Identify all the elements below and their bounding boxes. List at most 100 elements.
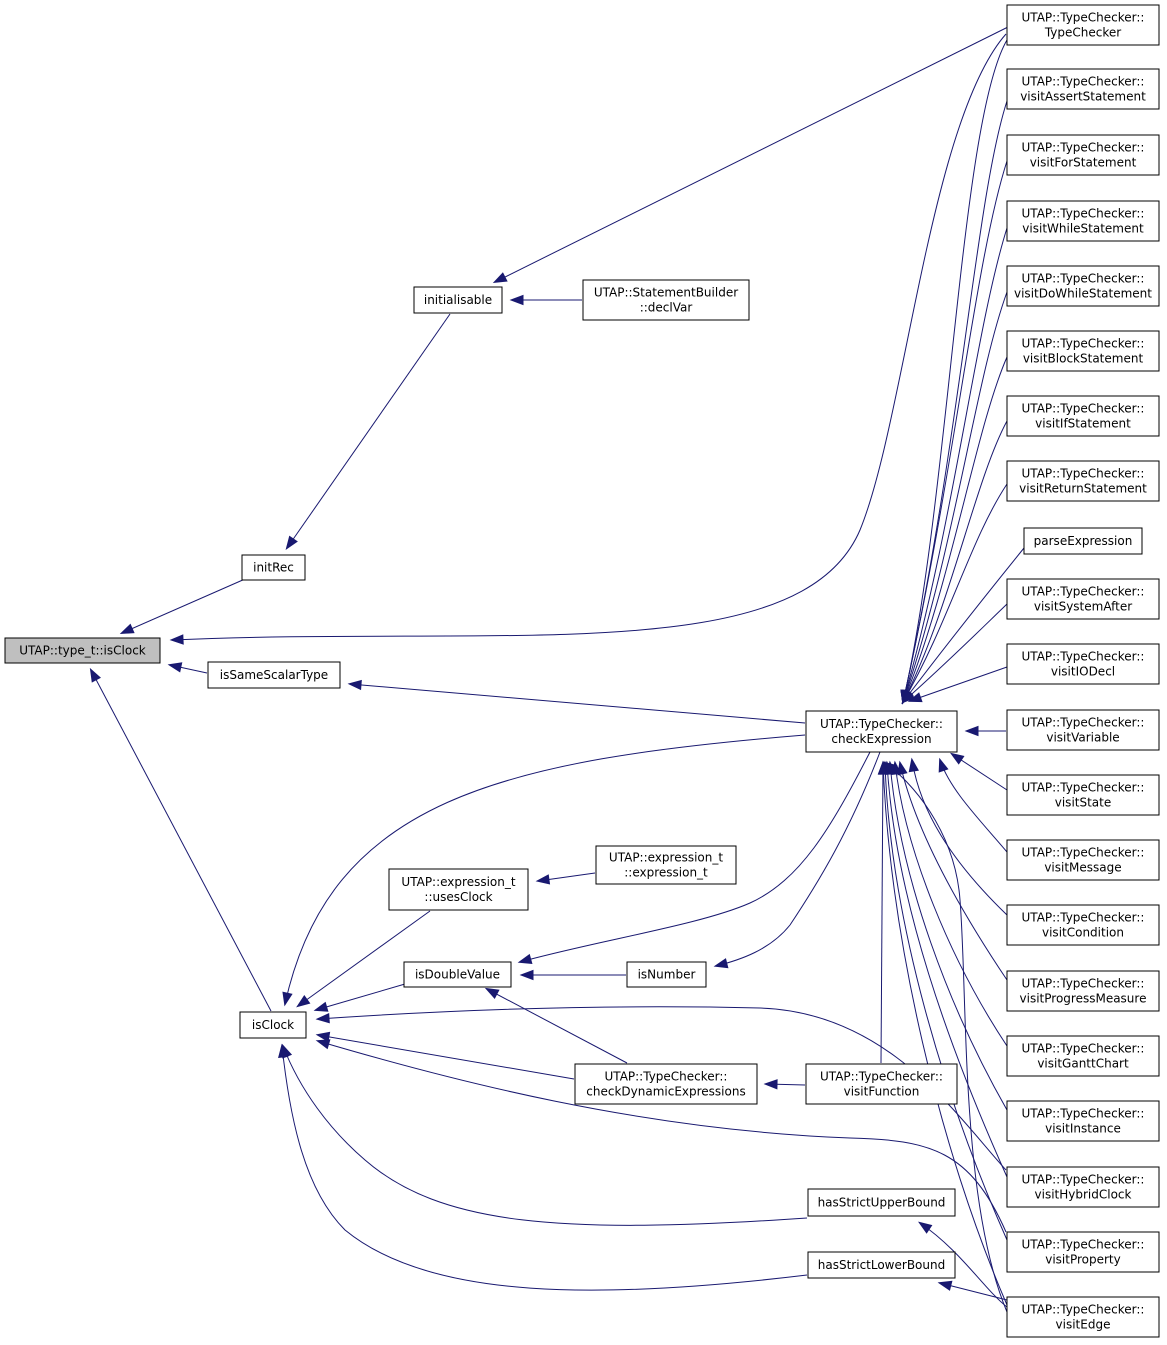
arrowhead — [918, 1221, 933, 1234]
node-label: visitIfStatement — [1035, 417, 1131, 431]
node-box — [1006, 460, 1160, 502]
edge-line — [894, 762, 1008, 1047]
node-label: visitProperty — [1045, 1253, 1121, 1267]
node-parse-expr[interactable]: parseExpression — [1023, 527, 1143, 555]
node-box — [1023, 527, 1143, 555]
edge-line — [880, 762, 884, 1064]
node-v-instance[interactable]: UTAP::TypeChecker::visitInstance — [1006, 1100, 1160, 1142]
edge-line — [349, 683, 806, 724]
edge-check-dynamic-to-is-clock — [315, 1031, 575, 1080]
node-has-lower[interactable]: hasStrictLowerBound — [807, 1251, 956, 1279]
node-v-if[interactable]: UTAP::TypeChecker::visitIfStatement — [1006, 395, 1160, 437]
node-initialisable[interactable]: initialisable — [413, 286, 503, 314]
node-v-gantt[interactable]: UTAP::TypeChecker::visitGanttChart — [1006, 1035, 1160, 1077]
edge-line — [911, 759, 1008, 916]
node-box — [241, 554, 306, 581]
node-visit-function[interactable]: UTAP::TypeChecker::visitFunction — [805, 1063, 958, 1105]
arrowhead — [938, 757, 949, 773]
edge-line — [902, 547, 1025, 703]
node-v-sys-after[interactable]: UTAP::TypeChecker::visitSystemAfter — [1006, 578, 1160, 620]
node-label: ::usesClock — [424, 890, 492, 904]
node-label: UTAP::expression_t — [609, 851, 723, 865]
node-box — [4, 637, 161, 664]
node-label: UTAP::TypeChecker:: — [1022, 911, 1145, 925]
node-is-clock[interactable]: isClock — [239, 1011, 307, 1039]
node-v-assert[interactable]: UTAP::TypeChecker::visitAssertStatement — [1006, 68, 1160, 110]
arrowhead — [296, 995, 311, 1008]
node-check-dynamic[interactable]: UTAP::TypeChecker::checkDynamicExpressio… — [574, 1063, 758, 1105]
node-v-progress[interactable]: UTAP::TypeChecker::visitProgressMeasure — [1006, 970, 1160, 1012]
node-v-i-o-decl[interactable]: UTAP::TypeChecker::visitIODecl — [1006, 643, 1160, 685]
edge-has-lower-to-is-clock — [278, 1043, 808, 1291]
node-box — [574, 1063, 758, 1105]
arrowhead — [315, 1039, 331, 1050]
node-label: UTAP::TypeChecker:: — [1022, 402, 1145, 416]
node-box — [807, 1251, 956, 1279]
node-v-message[interactable]: UTAP::TypeChecker::visitMessage — [1006, 839, 1160, 881]
node-label: hasStrictUpperBound — [818, 1196, 946, 1210]
edge-decl-var-to-initialisable — [509, 294, 582, 306]
node-v-block[interactable]: UTAP::TypeChecker::visitBlockStatement — [1006, 330, 1160, 372]
node-label: UTAP::StatementBuilder — [594, 286, 738, 300]
node-v-edge[interactable]: UTAP::TypeChecker::visitEdge — [1006, 1296, 1160, 1338]
node-label: visitMessage — [1044, 861, 1121, 875]
node-is-same-scalar-type[interactable]: isSameScalarType — [207, 661, 341, 689]
node-label: UTAP::type_t::isClock — [19, 644, 146, 658]
node-box — [1006, 1166, 1160, 1208]
node-decl-var[interactable]: UTAP::StatementBuilder::declVar — [582, 279, 750, 321]
node-box — [413, 286, 503, 314]
node-v-return[interactable]: UTAP::TypeChecker::visitReturnStatement — [1006, 460, 1160, 502]
node-v-state[interactable]: UTAP::TypeChecker::visitState — [1006, 774, 1160, 816]
call-nodes: UTAP::type_t::isClock initRec initialisabl… — [4, 4, 1160, 1338]
edge-line — [281, 1045, 808, 1291]
node-v-condition[interactable]: UTAP::TypeChecker::visitCondition — [1006, 904, 1160, 946]
edge-is-double-value-to-is-clock — [313, 983, 406, 1012]
node-v-while[interactable]: UTAP::TypeChecker::visitWhileStatement — [1006, 200, 1160, 242]
node-box — [626, 961, 707, 988]
edge-v-hybrid-to-check-expression — [882, 760, 1008, 1178]
node-v-property[interactable]: UTAP::TypeChecker::visitProperty — [1006, 1231, 1160, 1273]
node-is-double-value[interactable]: isDoubleValue — [403, 961, 512, 988]
edge-v-condition-to-check-expression — [908, 757, 1008, 916]
node-v-for[interactable]: UTAP::TypeChecker::visitForStatement — [1006, 134, 1160, 176]
arrowhead — [519, 969, 534, 981]
node-check-expression[interactable]: UTAP::TypeChecker::checkExpression — [805, 710, 958, 753]
node-label: initRec — [253, 561, 294, 575]
edge-init-rec-to-root — [119, 578, 246, 634]
node-is-number[interactable]: isNumber — [626, 961, 707, 988]
arrowhead — [313, 1001, 329, 1012]
edge-expr-ctor-to-uses-clock — [535, 872, 596, 885]
node-box — [1006, 1296, 1160, 1338]
node-v-variable[interactable]: UTAP::TypeChecker::visitVariable — [1006, 709, 1160, 751]
node-v-hybrid[interactable]: UTAP::TypeChecker::visitHybridClock — [1006, 1166, 1160, 1208]
node-uses-clock[interactable]: UTAP::expression_t::usesClock — [388, 868, 529, 911]
node-root[interactable]: UTAP::type_t::isClock — [4, 637, 161, 664]
node-expr-ctor[interactable]: UTAP::expression_t::expression_t — [595, 845, 737, 885]
node-label: UTAP::expression_t — [401, 875, 515, 889]
node-box — [1006, 68, 1160, 110]
node-label: visitWhileStatement — [1022, 222, 1144, 236]
node-box — [1006, 395, 1160, 437]
node-box — [595, 845, 737, 885]
edge-v-edge-to-check-expression — [883, 761, 1008, 1313]
node-label: UTAP::TypeChecker:: — [605, 1070, 728, 1084]
edge-v-for-to-check-expression — [900, 160, 1008, 705]
edge-line — [284, 734, 806, 1005]
arrowhead — [169, 634, 184, 645]
edge-is-same-scalar-type-to-root — [167, 662, 208, 674]
node-label: UTAP::TypeChecker:: — [820, 1070, 943, 1084]
edge-line — [939, 759, 1008, 853]
node-label: parseExpression — [1034, 534, 1133, 548]
edge-v-variable-to-check-expression — [964, 725, 1006, 737]
edge-line — [889, 762, 1008, 1111]
edge-check-expression-to-is-clock — [282, 734, 806, 1007]
node-tc-ctor[interactable]: UTAP::TypeChecker::TypeChecker — [1006, 4, 1160, 46]
node-v-do-while[interactable]: UTAP::TypeChecker::visitDoWhileStatement — [1006, 265, 1160, 307]
edge-line — [486, 988, 628, 1064]
edge-v-property-to-check-expression — [880, 760, 1008, 1241]
node-init-rec[interactable]: initRec — [241, 554, 306, 581]
arrowhead — [950, 752, 965, 765]
edge-v-i-o-decl-to-check-expression — [907, 666, 1008, 703]
node-has-upper[interactable]: hasStrictUpperBound — [807, 1188, 956, 1217]
edge-visit-function-to-check-dynamic — [763, 1079, 806, 1090]
